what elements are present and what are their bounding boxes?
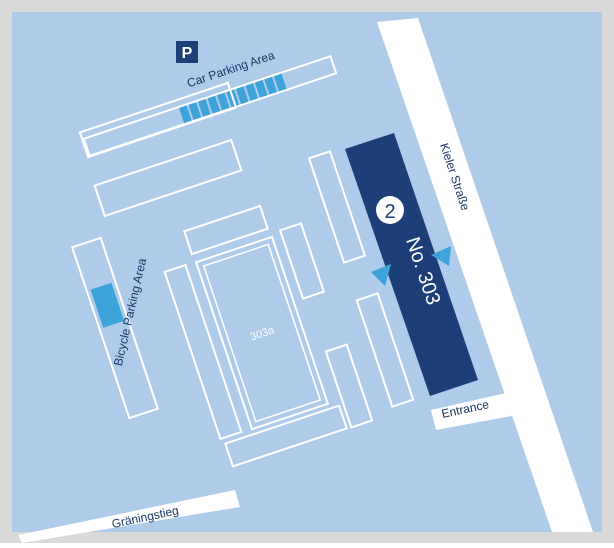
entrance-arrow-icon: [371, 264, 391, 286]
parking-bay: [245, 83, 259, 101]
entrance-arrow-icon: [431, 246, 451, 266]
building-east-4: [324, 343, 374, 429]
building-east-1: [307, 150, 367, 264]
kieler-strasse-road: [377, 18, 593, 532]
graningstieg-road: [18, 490, 240, 543]
building-number-badge: 2: [376, 196, 404, 224]
parking-bay: [188, 102, 202, 120]
parking-bay: [235, 86, 249, 105]
parking-sign-letter: P: [182, 45, 193, 62]
map-background: [12, 12, 602, 532]
parking-bay: [179, 105, 192, 124]
parking-bay: [207, 95, 221, 114]
building-number-badge-text: 2: [384, 201, 395, 223]
building-east-2: [278, 222, 326, 300]
parking-bay: [197, 99, 211, 117]
parking-bay: [264, 76, 278, 95]
building-west-strip: [163, 263, 243, 441]
parking-bay: [273, 73, 287, 92]
bicycle-parking-bay: [90, 282, 125, 328]
entrance-path: [431, 393, 512, 430]
bicycle-parking-strip: [70, 236, 160, 420]
parking-bay: [216, 92, 230, 111]
building-east-3: [355, 292, 415, 408]
building-north-2: [93, 138, 243, 218]
parking-bay: [254, 80, 268, 98]
bicycle-parking-outline: [70, 236, 160, 420]
building-303a: [194, 235, 330, 431]
building-north-1: [78, 81, 238, 159]
building-south: [224, 404, 348, 468]
parking-sign-icon: P: [176, 41, 198, 63]
building-north-3: [182, 204, 270, 256]
building-303-highlight: [345, 133, 478, 396]
